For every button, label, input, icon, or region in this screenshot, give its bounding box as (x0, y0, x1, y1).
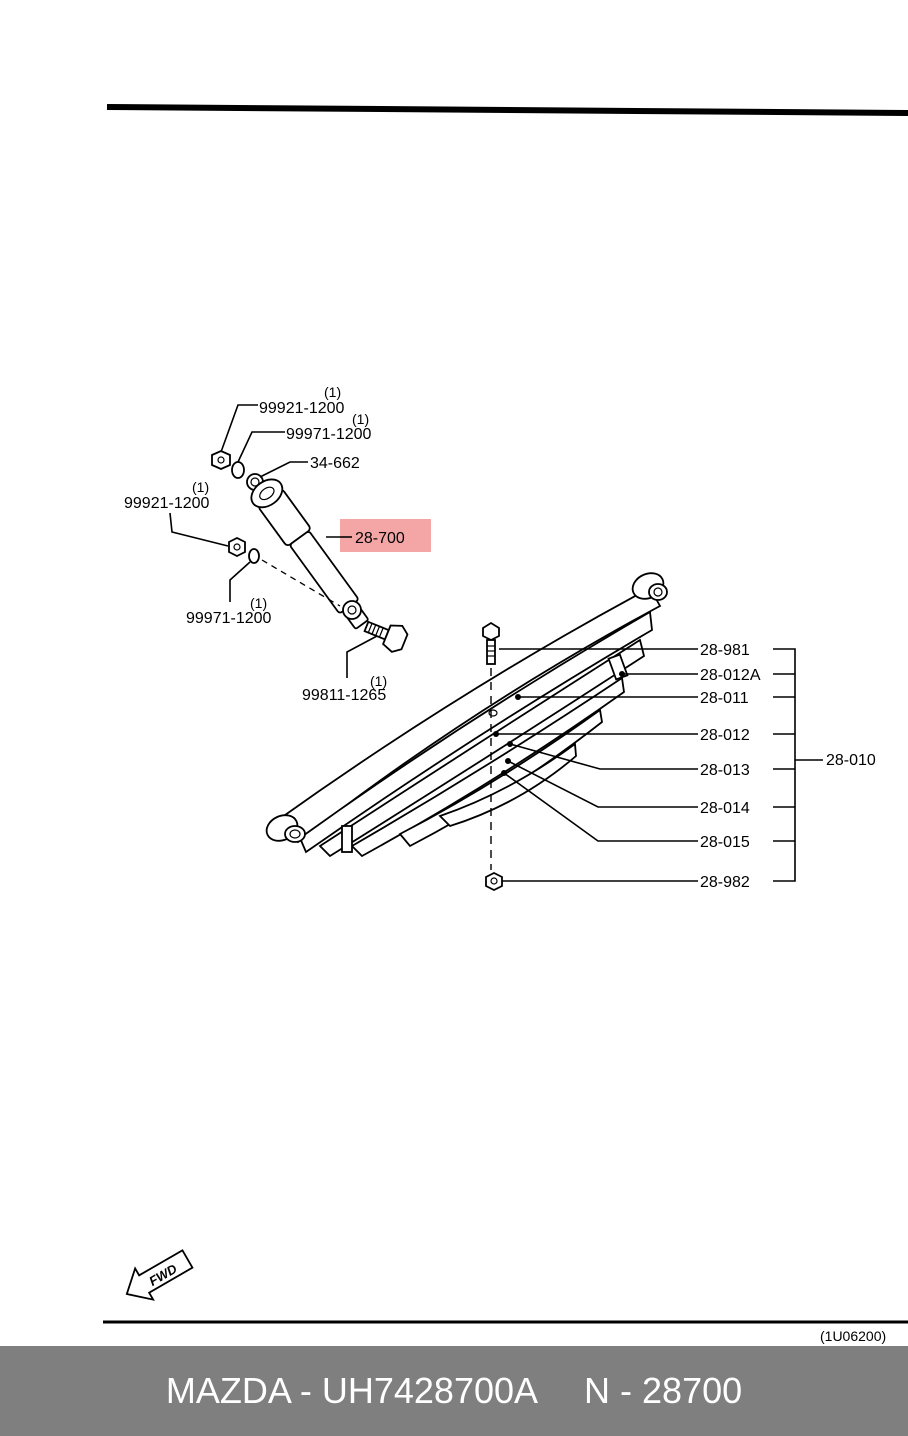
label-28-982: 28-982 (700, 874, 750, 891)
label-washer-lower: 99971-1200 (186, 610, 272, 627)
label-28-012: 28-012 (700, 727, 750, 744)
label-assembly-28-010: 28-010 (826, 752, 876, 769)
label-bolt: 99811-1265 (302, 687, 386, 704)
footer-reference: N - 28700 (584, 1370, 743, 1411)
label-28-013: 28-013 (700, 762, 750, 779)
label-28-011: 28-011 (700, 690, 749, 707)
qty-nut-upper: (1) (324, 384, 341, 400)
qty-washer-lower: (1) (250, 595, 267, 611)
label-nut-lower: 99921-1200 (124, 495, 210, 512)
label-28-981: 28-981 (700, 642, 750, 659)
highlight-box (340, 519, 431, 552)
top-rule (106, 104, 908, 116)
label-washer-upper: 99971-1200 (286, 426, 372, 443)
label-28-015: 28-015 (700, 834, 750, 851)
footer-part-number: MAZDA - UH7428700A (165, 1370, 539, 1411)
qty-bolt: (1) (370, 673, 387, 689)
figure-code: (1U06200) (820, 1328, 886, 1344)
leaf-spring-illustration (265, 572, 668, 892)
label-nut-upper: 99921-1200 (259, 400, 345, 417)
qty-washer-upper: (1) (352, 411, 369, 427)
fwd-arrow-icon: FWD (125, 1249, 194, 1301)
label-shock-absorber[interactable]: 28-700 (355, 530, 405, 547)
qty-nut-lower: (1) (192, 479, 209, 495)
label-28-014: 28-014 (700, 800, 750, 817)
shock-absorber-illustration (211, 450, 409, 653)
label-28-012a: 28-012A (700, 667, 761, 684)
label-bushing: 34-662 (310, 455, 360, 472)
footer-bar: MAZDA - UH7428700A N - 28700 (0, 1346, 908, 1436)
parts-diagram: (1) 99921-1200 (1) 99971-1200 34-662 (1)… (103, 104, 908, 1344)
